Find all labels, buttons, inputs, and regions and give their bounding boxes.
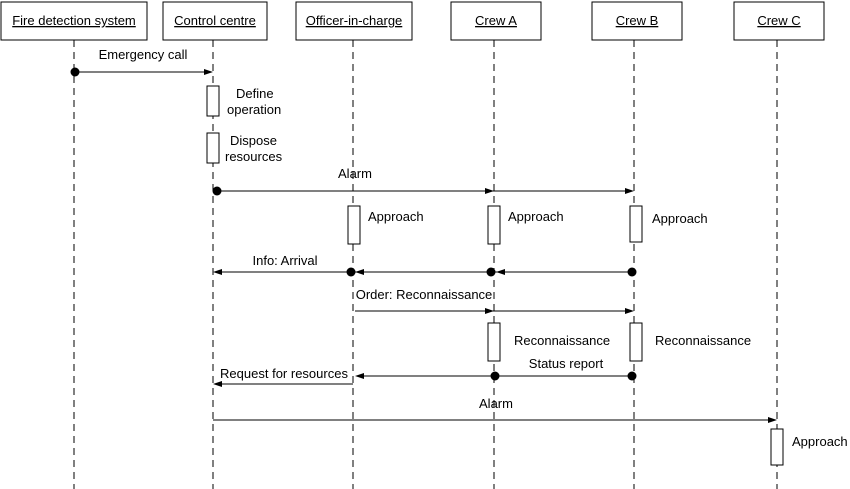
activity-label-define-operation: Define operation bbox=[227, 86, 281, 117]
participant-label: Crew A bbox=[475, 13, 517, 28]
participant-crew-a: Crew A bbox=[450, 1, 542, 41]
arrowhead bbox=[768, 417, 777, 423]
arrowhead bbox=[496, 269, 505, 275]
lifelines bbox=[73, 40, 778, 489]
message-origin-dot bbox=[70, 67, 80, 77]
participant-fire-detection-system: Fire detection system bbox=[0, 1, 148, 41]
message-label: Alarm bbox=[479, 396, 513, 411]
message-status-report: Status report bbox=[355, 356, 637, 381]
message-request-for-resources: Request for resources bbox=[213, 366, 353, 387]
activity-label-approach-oic: Approach bbox=[368, 209, 424, 224]
participant-label: Control centre bbox=[174, 13, 256, 28]
activation-bar-reconnaissance-crew-b bbox=[629, 322, 643, 362]
arrowhead bbox=[625, 188, 634, 194]
participant-label: Crew B bbox=[616, 13, 659, 28]
participant-officer-in-charge: Officer-in-charge bbox=[295, 1, 413, 41]
arrowhead bbox=[213, 381, 222, 387]
arrowhead bbox=[204, 69, 213, 75]
activation-bar-approach-crew-b bbox=[629, 205, 643, 243]
activation-bars bbox=[206, 85, 784, 466]
activation-bar-reconnaissance-crew-a bbox=[487, 322, 501, 362]
message-label: Info: Arrival bbox=[252, 253, 317, 268]
message-label: Emergency call bbox=[99, 47, 188, 62]
activity-label-reconnaissance-crew-b: Reconnaissance bbox=[655, 333, 751, 348]
activation-bar-approach-crew-a bbox=[487, 205, 501, 245]
activity-label-approach-crew-b: Approach bbox=[652, 211, 708, 226]
participant-label: Fire detection system bbox=[12, 13, 136, 28]
arrowhead bbox=[355, 373, 364, 379]
participants: Fire detection system Control centre Off… bbox=[0, 1, 825, 41]
activation-bar-define-operation bbox=[206, 85, 220, 117]
message-label: Status report bbox=[529, 356, 604, 371]
participant-label: Officer-in-charge bbox=[306, 13, 403, 28]
participant-label: Crew C bbox=[757, 13, 800, 28]
participant-control-centre: Control centre bbox=[162, 1, 268, 41]
message-emergency-call: Emergency call bbox=[70, 47, 213, 77]
message-info-arrival: Info: Arrival bbox=[213, 253, 637, 277]
message-origin-dot bbox=[346, 267, 356, 277]
activity-labels: Define operation Dispose resources Appro… bbox=[225, 86, 848, 449]
arrowhead bbox=[213, 269, 222, 275]
arrowhead bbox=[355, 269, 364, 275]
message-alarm-crew-c: Alarm bbox=[213, 396, 777, 423]
message-origin-dot bbox=[627, 267, 637, 277]
arrowhead bbox=[485, 308, 494, 314]
arrowhead bbox=[625, 308, 634, 314]
arrowhead bbox=[485, 188, 494, 194]
activity-label-reconnaissance-crew-a: Reconnaissance bbox=[514, 333, 610, 348]
message-order-reconnaissance: Order: Reconnaissance bbox=[355, 287, 634, 314]
messages: Emergency call Alarm Info: Arrival O bbox=[70, 47, 777, 423]
message-alarm-crews: Alarm bbox=[212, 166, 634, 196]
activation-bar-approach-crew-c bbox=[770, 428, 784, 466]
activity-label-approach-crew-c: Approach bbox=[792, 434, 848, 449]
message-label: Alarm bbox=[338, 166, 372, 181]
message-origin-dot bbox=[212, 186, 222, 196]
message-origin-dot bbox=[490, 371, 500, 381]
activation-bar-approach-oic bbox=[347, 205, 361, 245]
activity-label-dispose-resources: Dispose resources bbox=[225, 133, 283, 164]
activity-label-approach-crew-a: Approach bbox=[508, 209, 564, 224]
message-label: Request for resources bbox=[220, 366, 348, 381]
message-origin-dot bbox=[627, 371, 637, 381]
message-label: Order: Reconnaissance bbox=[356, 287, 493, 302]
participant-crew-b: Crew B bbox=[591, 1, 683, 41]
activation-bar-dispose-resources bbox=[206, 132, 220, 164]
message-origin-dot bbox=[486, 267, 496, 277]
participant-crew-c: Crew C bbox=[733, 1, 825, 41]
